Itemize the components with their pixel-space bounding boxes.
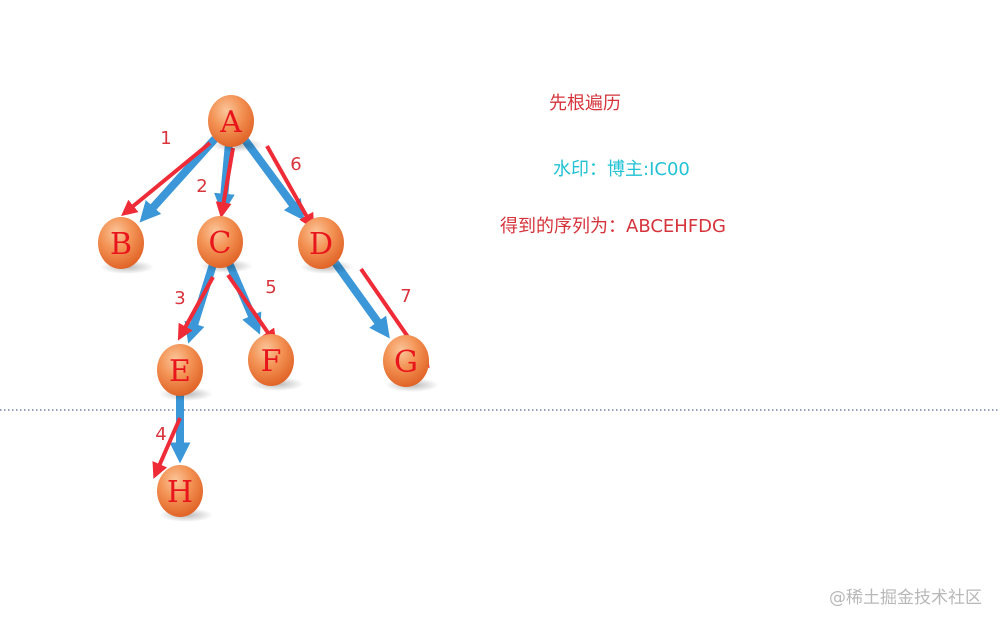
tree-edge-d-g [331,260,390,339]
node-label-b: B [110,227,132,262]
node-ellipse [157,465,203,517]
step-label-3: 3 [174,288,185,309]
step-labels: 1 2 3 4 5 6 7 [155,128,411,445]
node-label-g: G [394,345,418,380]
node-ellipse [98,217,144,269]
node-label-a: A [219,105,242,140]
node-label-e: E [169,354,191,389]
traversal-arrow-step-3 [177,276,215,341]
traversal-arrow-step-4 [152,417,182,479]
node-ellipse [248,334,294,386]
traversal-arrow-step-1 [121,141,212,217]
tree-node-h: H [157,465,213,522]
node-ellipse [157,344,203,396]
step-label-7: 7 [400,286,411,307]
node-label-d: D [309,227,333,262]
tree-node-c: C [197,216,253,273]
node-label-c: C [209,226,232,261]
diagram-title: 先根遍历 [549,93,621,114]
tree-node-d: D [298,217,354,274]
step-label-4: 4 [155,424,166,445]
step-label-6: 6 [290,154,301,175]
node-ellipse [208,95,254,147]
tree-edge-a-d [242,137,305,221]
node-label-f: F [261,344,282,379]
traversal-arrows [121,141,430,479]
result-sequence: 得到的序列为：ABCEHFDG [500,216,726,237]
tree-nodes: A B C D E F G H [98,95,439,522]
tree-node-f: F [248,334,304,391]
step-label-5: 5 [265,277,276,298]
tree-node-a: A [208,95,264,152]
tree-edge-a-b [139,136,218,223]
traversal-arrow-step-5 [226,273,277,346]
tree-node-b: B [98,217,154,274]
tree-node-g: G [383,335,439,392]
node-ellipse [197,216,243,268]
step-label-2: 2 [196,176,207,197]
node-ellipse [383,335,429,387]
traversal-arrow-step-2 [215,147,235,219]
traversal-arrow-step-6 [265,145,315,230]
node-label-h: H [167,475,193,510]
watermark-note: 水印：博主:IC00 [553,159,690,180]
site-watermark: @稀土掘金技术社区 [829,588,982,608]
node-ellipse [298,217,344,269]
tree-node-e: E [157,344,213,401]
step-label-1: 1 [160,128,171,149]
